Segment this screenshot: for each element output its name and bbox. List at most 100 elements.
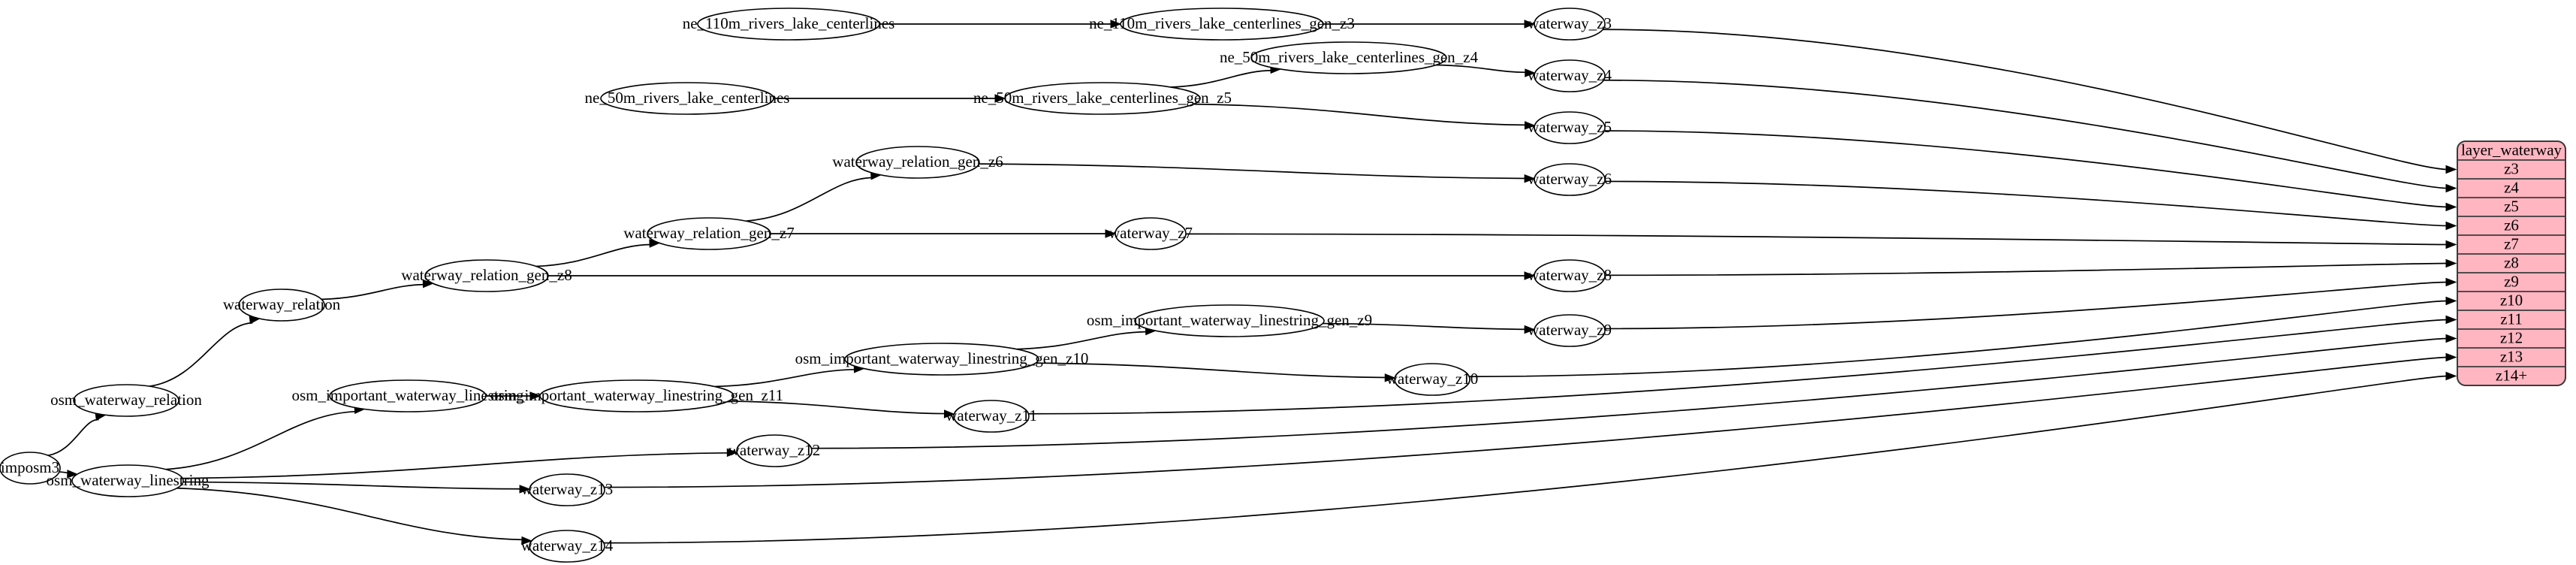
node-label-waterway_relation: waterway_relation	[223, 295, 341, 313]
node-label-waterway_relation_gen_z6: waterway_relation_gen_z6	[832, 153, 1003, 171]
node-layer: imposm3 osm_waterway_relation osm_waterway…	[0, 8, 1612, 563]
edge-waterway_z9--to--layer_waterway-z9	[1604, 277, 2457, 330]
edge-waterway_z13--to--layer_waterway-z13	[604, 352, 2457, 488]
edge-ne_50m_rivers_lake_centerlines_gen_z5--to--waterway_z5	[1193, 103, 1536, 130]
node-label-waterway_z10: waterway_z10	[1386, 370, 1478, 388]
node-label-waterway_z14: waterway_z14	[521, 536, 614, 554]
node-ne_110m_rivers_lake_centerlines[interactable]: ne_110m_rivers_lake_centerlines	[683, 8, 895, 41]
table-row-z11: z11	[2500, 310, 2523, 328]
node-waterway_relation_gen_z7[interactable]: waterway_relation_gen_z7	[623, 217, 795, 250]
edge-ne_110m_rivers_lake_centerlines--to--ne_110m_rivers_lake_centerlines_gen_z3	[879, 20, 1122, 29]
node-waterway_relation[interactable]: waterway_relation	[223, 289, 341, 322]
node-waterway_z8[interactable]: waterway_z8	[1528, 259, 1612, 292]
edge-osm_waterway_linestring--to--osm_important_waterway_linestring	[165, 405, 366, 470]
node-waterway_z4[interactable]: waterway_z4	[1528, 59, 1612, 92]
edge-osm_important_waterway_linestring--to--osm_important_waterway_linestring_gen_z11	[486, 391, 541, 400]
node-waterway_z14[interactable]: waterway_z14	[521, 530, 614, 563]
node-waterway_z3[interactable]: waterway_z3	[1528, 8, 1612, 41]
node-label-ne_50m_rivers_lake_centerlines_gen_z5: ne_50m_rivers_lake_centerlines_gen_z5	[973, 89, 1232, 107]
node-osm_waterway_relation[interactable]: osm_waterway_relation	[50, 384, 202, 417]
node-label-waterway_z11: waterway_z11	[946, 406, 1037, 425]
node-label-osm_waterway_relation: osm_waterway_relation	[50, 391, 202, 409]
edge-ne_110m_rivers_lake_centerlines_gen_z3--to--waterway_z3	[1323, 20, 1536, 29]
edge-osm_important_waterway_linestring_gen_z10--to--osm_important_waterway_linestring_gen_z9	[1016, 326, 1157, 350]
edge-ne_50m_rivers_lake_centerlines_gen_z4--to--waterway_z4	[1436, 64, 1537, 77]
edge-waterway_z14--to--layer_waterway-z14+	[603, 371, 2457, 544]
node-label-osm_waterway_linestring: osm_waterway_linestring	[47, 471, 210, 489]
edge-waterway_relation_gen_z6--to--waterway_z6	[979, 163, 1536, 183]
node-osm_important_waterway_linestring[interactable]: osm_important_waterway_linestring	[291, 379, 524, 412]
node-ne_50m_rivers_lake_centerlines_gen_z5[interactable]: ne_50m_rivers_lake_centerlines_gen_z5	[973, 82, 1232, 115]
edge-waterway_z12--to--layer_waterway-z12	[811, 334, 2457, 449]
node-label-osm_important_waterway_linestring_gen_z9: osm_important_waterway_linestring_gen_z9	[1087, 311, 1372, 329]
node-label-ne_110m_rivers_lake_centerlines_gen_z3: ne_110m_rivers_lake_centerlines_gen_z3	[1089, 14, 1355, 32]
edge-osm_important_waterway_linestring_gen_z11--to--osm_important_waterway_linestring_gen_z10	[714, 364, 865, 388]
table-row-z12: z12	[2500, 328, 2523, 346]
node-label-waterway_z5: waterway_z5	[1528, 118, 1612, 136]
node-label-waterway_relation_gen_z8: waterway_relation_gen_z8	[401, 266, 572, 284]
node-waterway_z6[interactable]: waterway_z6	[1528, 163, 1612, 196]
table-row-z6: z6	[2504, 216, 2519, 234]
edge-ne_50m_rivers_lake_centerlines_gen_z5--to--ne_50m_rivers_lake_centerlines_gen_z4	[1171, 65, 1282, 88]
table-row-z13: z13	[2500, 347, 2523, 365]
node-label-waterway_relation_gen_z7: waterway_relation_gen_z7	[623, 224, 794, 242]
edge-osm_waterway_linestring--to--waterway_z12	[182, 448, 738, 479]
edge-osm_waterway_linestring--to--waterway_z13	[182, 481, 531, 494]
node-label-waterway_z7: waterway_z7	[1109, 224, 1193, 242]
edge-ne_50m_rivers_lake_centerlines--to--ne_50m_rivers_lake_centerlines_gen_z5	[774, 94, 1006, 103]
node-label-waterway_z3: waterway_z3	[1528, 14, 1612, 32]
node-ne_50m_rivers_lake_centerlines_gen_z4[interactable]: ne_50m_rivers_lake_centerlines_gen_z4	[1220, 41, 1479, 74]
node-waterway_z11[interactable]: waterway_z11	[946, 400, 1037, 433]
edge-waterway_z7--to--layer_waterway-z7	[1185, 233, 2457, 249]
node-label-waterway_z8: waterway_z8	[1528, 266, 1612, 284]
node-ne_50m_rivers_lake_centerlines[interactable]: ne_50m_rivers_lake_centerlines	[585, 82, 790, 115]
edge-waterway_z3--to--layer_waterway-z3	[1603, 29, 2457, 174]
node-ne_110m_rivers_lake_centerlines_gen_z3[interactable]: ne_110m_rivers_lake_centerlines_gen_z3	[1089, 8, 1355, 41]
table-header: layer_waterway	[2461, 140, 2562, 159]
node-osm_important_waterway_linestring_gen_z10[interactable]: osm_important_waterway_linestring_gen_z1…	[795, 343, 1089, 376]
node-waterway_z5[interactable]: waterway_z5	[1528, 111, 1612, 144]
table-row-z10: z10	[2500, 291, 2523, 309]
edge-waterway_relation_gen_z8--to--waterway_relation_gen_z7	[535, 239, 661, 267]
edge-osm_important_waterway_linestring_gen_z9--to--waterway_z9	[1323, 322, 1536, 334]
node-waterway_z10[interactable]: waterway_z10	[1386, 363, 1478, 396]
node-label-waterway_z12: waterway_z12	[728, 441, 820, 459]
edge-waterway_z8--to--layer_waterway-z8	[1604, 258, 2457, 276]
node-label-waterway_z9: waterway_z9	[1528, 321, 1612, 339]
edge-osm_important_waterway_linestring_gen_z10--to--waterway_z10	[1036, 362, 1396, 382]
node-waterway_relation_gen_z8[interactable]: waterway_relation_gen_z8	[401, 259, 572, 292]
node-waterway_relation_gen_z6[interactable]: waterway_relation_gen_z6	[832, 146, 1003, 179]
node-label-ne_50m_rivers_lake_centerlines_gen_z4: ne_50m_rivers_lake_centerlines_gen_z4	[1220, 48, 1479, 66]
edge-waterway_relation_gen_z7--to--waterway_z7	[771, 229, 1117, 238]
node-osm_important_waterway_linestring_gen_z9[interactable]: osm_important_waterway_linestring_gen_z9	[1087, 304, 1372, 337]
node-waterway_z13[interactable]: waterway_z13	[521, 473, 613, 506]
edge-waterway_z4--to--layer_waterway-z4	[1603, 79, 2457, 193]
table-row-z4: z4	[2504, 178, 2519, 196]
node-waterway_z12[interactable]: waterway_z12	[728, 434, 820, 467]
node-imposm3[interactable]: imposm3	[0, 452, 61, 485]
edge-waterway_relation_gen_z7--to--waterway_relation_gen_z6	[746, 171, 882, 222]
node-label-waterway_z13: waterway_z13	[521, 480, 613, 498]
edge-layer	[47, 20, 2457, 545]
node-waterway_z7[interactable]: waterway_z7	[1109, 217, 1193, 250]
node-osm_important_waterway_linestring_gen_z11[interactable]: osm_important_waterway_linestring_gen_z1…	[490, 379, 783, 412]
table-row-z9: z9	[2504, 272, 2519, 290]
edge-imposm3--to--osm_waterway_linestring	[59, 470, 79, 479]
node-waterway_z9[interactable]: waterway_z9	[1528, 314, 1612, 347]
edge-waterway_z10--to--layer_waterway-z10	[1469, 296, 2457, 378]
node-label-waterway_z4: waterway_z4	[1528, 66, 1612, 84]
edge-waterway_relation--to--waterway_relation_gen_z8	[321, 279, 434, 301]
layer-waterway-table: layer_waterwayz3z4z5z6z7z8z9z10z11z12z13…	[2457, 140, 2566, 386]
node-label-ne_110m_rivers_lake_centerlines: ne_110m_rivers_lake_centerlines	[683, 14, 895, 32]
edge-waterway_z11--to--layer_waterway-z11	[1028, 315, 2457, 415]
node-osm_waterway_linestring[interactable]: osm_waterway_linestring	[47, 464, 210, 497]
table-row-z3: z3	[2504, 159, 2519, 177]
edge-waterway_z6--to--layer_waterway-z6	[1604, 180, 2457, 231]
node-label-imposm3: imposm3	[1, 458, 59, 476]
node-label-osm_important_waterway_linestring: osm_important_waterway_linestring	[291, 386, 524, 404]
table-row-z8: z8	[2504, 253, 2519, 271]
edge-imposm3--to--osm_waterway_relation	[47, 412, 107, 457]
edge-waterway_relation_gen_z8--to--waterway_z8	[548, 271, 1536, 280]
